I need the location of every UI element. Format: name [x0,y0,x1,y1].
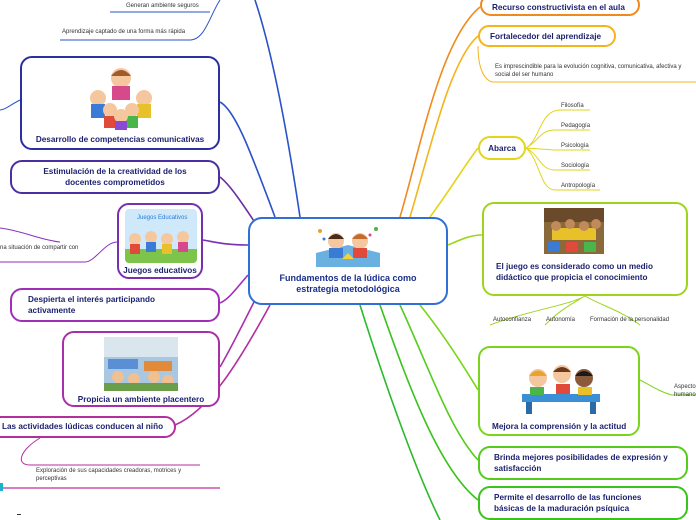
despierta-label: Despierta el interés participando activa… [28,295,155,315]
juego-medio-label: El juego es considerado como un medio di… [496,262,653,282]
compartir-text: na situación de compartir con [0,245,79,251]
sub-item-autoconfianza: Autoconfianza [493,317,532,323]
node-recurso-constructivista[interactable]: Recurso constructivista en el aula [480,0,640,16]
brinda-label: Brinda mejores posibilidades de expresió… [494,453,668,473]
juegos-educativos-illustration: Juegos Educativos [125,209,197,263]
imprescindible-text: Es imprescindible para la evolución cogn… [495,64,682,78]
aspecto-humano-text: Aspecto humano [674,384,696,398]
node-despierta-interes[interactable]: Despierta el interés participando activa… [10,288,220,322]
aprendizaje-rapido-text: Aprendizaje captado de una forma más ráp… [62,29,186,35]
actividades-label: Las actividades lúdicas conducen al niño [2,422,164,431]
node-juego-medio-didactico[interactable]: El juego es considerado como un medio di… [482,202,688,296]
node-mejora-comprension[interactable]: Mejora la comprensión y la actitud [478,346,640,436]
abarca-item-filosofia: Filosofía [561,103,584,109]
node-fortalecedor[interactable]: Fortalecedor del aprendizaje [478,25,616,47]
classroom-photo [104,337,178,391]
cyan-marker [0,483,3,491]
desarrollo-label: Desarrollo de competencias comunicativas [35,135,205,144]
node-estimulacion-creatividad[interactable]: Estimulación de la creatividad de los do… [10,160,220,194]
sub-item-formacion: Formación de la personalidad [590,317,670,323]
kids-books-illustration [312,223,384,269]
abarca-item-pedagogia: Pedagogía [561,123,591,129]
fortalecedor-label: Fortalecedor del aprendizaje [490,32,602,41]
sub-item-autonomia: Autonomía [546,317,576,323]
juegos-banner-text: Juegos Educativos [137,215,188,221]
abarca-item-antropologia: Antropología [561,183,596,189]
node-abarca[interactable]: Abarca [478,136,526,160]
recurso-label: Recurso constructivista en el aula [492,3,625,12]
students-desk-illustration [520,362,602,414]
central-topic[interactable]: Fundamentos de la lúdica como estrategia… [248,217,448,305]
estimulacion-label: Estimulación de la creatividad de los do… [43,167,187,187]
propicia-label: Propicia un ambiente placentero [77,395,205,404]
node-brinda-posibilidades[interactable]: Brinda mejores posibilidades de expresió… [478,446,688,480]
abarca-item-psicologia: Psicología [561,143,589,149]
dash-marker [17,514,21,515]
node-actividades-ludicas[interactable]: Las actividades lúdicas conducen al niño [0,416,176,438]
central-title: Fundamentos de la lúdica como estrategia… [279,273,417,294]
exploracion-text: Exploración de sus capacidades creadoras… [36,468,182,482]
node-juegos-educativos[interactable]: Juegos Educativos Juegos educativos [117,203,203,279]
mejora-label: Mejora la comprensión y la actitud [492,422,627,431]
permite-label: Permite el desarrollo de las funciones b… [494,493,642,513]
node-desarrollo-competencias[interactable]: Desarrollo de competencias comunicativas [20,56,220,150]
abarca-item-sociologia: Sociología [561,163,590,169]
node-permite-desarrollo[interactable]: Permite el desarrollo de las funciones b… [478,486,688,520]
generan-ambiente-text: Generan ambiente seguros [126,3,199,9]
juegos-label: Juegos educativos [123,266,197,275]
abarca-label: Abarca [488,144,516,153]
children-classroom-photo [544,208,604,254]
node-propicia-ambiente[interactable]: Propicia un ambiente placentero [62,331,220,407]
children-circle-illustration [84,64,158,130]
